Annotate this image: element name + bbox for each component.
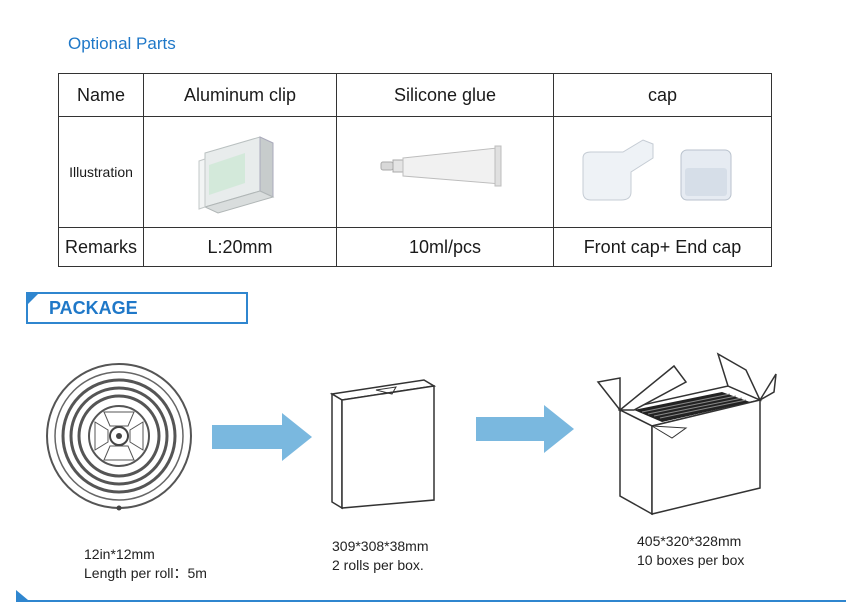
part-name-cap: cap	[553, 73, 772, 117]
remark-silicone-glue: 10ml/pcs	[336, 227, 554, 267]
part-name-silicone-glue: Silicone glue	[336, 73, 554, 117]
package-header: PACKAGE	[26, 292, 248, 324]
reel-caption: 12in*12mm Length per roll：5m	[84, 545, 207, 583]
led-reel-icon	[46, 363, 192, 511]
carton-size: 405*320*328mm	[637, 533, 742, 549]
aluminum-clip-icon	[198, 135, 275, 214]
carton-quantity: 10 boxes per box	[637, 552, 745, 568]
row-label-name: Name	[58, 73, 144, 117]
row-label-illustration: Illustration	[58, 116, 144, 228]
table-row: Remarks L:20mm 10ml/pcs Front cap+ End c…	[58, 227, 772, 267]
optional-parts-table: Name Aluminum clip Silicone glue cap Ill…	[58, 73, 772, 267]
optional-parts-title: Optional Parts	[68, 34, 176, 53]
aluminum-clip-cell	[143, 116, 337, 228]
carton-caption: 405*320*328mm 10 boxes per box	[637, 532, 744, 570]
silicone-glue-tube-icon	[380, 145, 502, 186]
reel-length: Length per roll：5m	[84, 565, 207, 581]
box-caption: 309*308*38mm 2 rolls per box.	[332, 537, 429, 575]
package-title: PACKAGE	[49, 298, 138, 318]
row-label-remarks: Remarks	[58, 227, 144, 267]
cap-cell	[553, 116, 772, 228]
reel-size: 12in*12mm	[84, 546, 155, 562]
remark-cap: Front cap+ End cap	[553, 227, 772, 267]
remark-aluminum-clip: L:20mm	[143, 227, 337, 267]
end-cap-icon	[582, 138, 731, 200]
carton-icon	[596, 352, 777, 516]
table-row: Illustration	[58, 116, 772, 228]
silicone-glue-cell	[336, 116, 554, 228]
footer-accent	[16, 590, 28, 600]
part-name-aluminum-clip: Aluminum clip	[143, 73, 337, 117]
footer-divider	[16, 600, 846, 602]
box-size: 309*308*38mm	[332, 538, 429, 554]
box-quantity: 2 rolls per box.	[332, 557, 424, 573]
right-arrow-icon	[212, 413, 312, 461]
box-icon	[329, 379, 437, 510]
right-arrow-icon	[476, 405, 574, 453]
table-row: Name Aluminum clip Silicone glue cap	[58, 73, 772, 117]
